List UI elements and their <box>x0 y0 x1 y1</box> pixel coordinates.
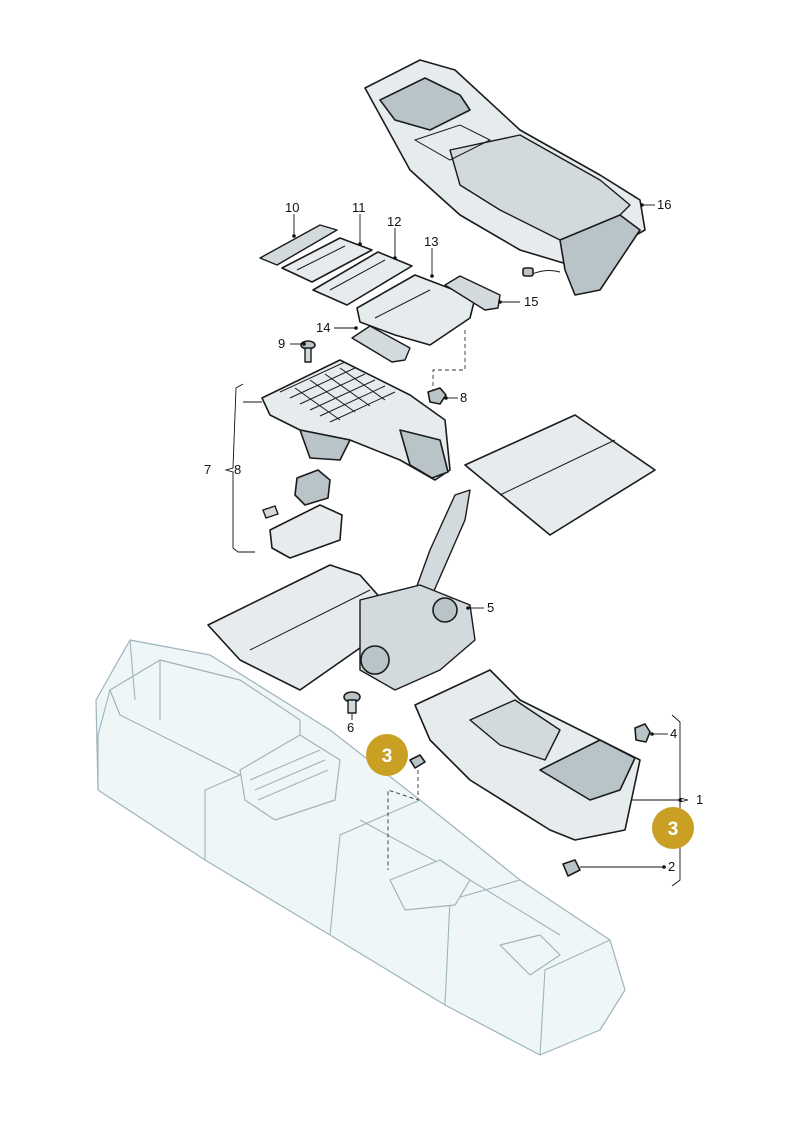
part-8-clip-upper <box>427 387 447 405</box>
highlight-badge-left: 3 <box>366 734 408 776</box>
part-5-armrest-mechanism <box>207 414 656 691</box>
callout-labels: 16 10 11 12 13 14 15 9 8 7 8 5 6 4 1 2 <box>204 197 703 874</box>
callout-11: 11 <box>352 200 366 215</box>
part-13-panel <box>356 274 476 346</box>
part-3-clip <box>409 754 426 769</box>
part-7-tray-assembly <box>261 359 451 481</box>
callout-10: 10 <box>285 200 299 215</box>
part-2-clip <box>562 859 581 877</box>
highlight-badge-left-label: 3 <box>382 746 393 767</box>
part-16-upper-console <box>364 59 646 296</box>
part-4-clip <box>634 723 651 743</box>
callout-5: 5 <box>487 600 494 615</box>
callout-12: 12 <box>387 214 401 229</box>
part-11-panel <box>281 237 373 283</box>
callout-14: 14 <box>316 320 330 335</box>
callout-2: 2 <box>668 859 675 874</box>
callout-7: 7 <box>204 462 211 477</box>
callout-6: 6 <box>347 720 354 735</box>
callout-1: 1 <box>696 792 703 807</box>
callout-9: 9 <box>278 336 285 351</box>
center-console-ghost <box>95 639 626 1056</box>
part-8-module <box>262 469 343 559</box>
callout-8-upper: 8 <box>460 390 467 405</box>
part-10-panel <box>259 224 338 266</box>
leader-lines <box>224 203 689 887</box>
part-1-storage-compartment <box>414 669 641 841</box>
part-12-panel <box>312 251 413 306</box>
callout-8-lower: 8 <box>234 462 241 477</box>
part-6-screw <box>343 691 361 714</box>
highlight-badge-right-label: 3 <box>668 819 679 840</box>
callout-4: 4 <box>670 726 677 741</box>
highlight-badge-right: 3 <box>652 807 694 849</box>
callout-16: 16 <box>657 197 671 212</box>
part-14-strip <box>351 325 411 363</box>
callout-13: 13 <box>424 234 438 249</box>
callout-15: 15 <box>524 294 538 309</box>
